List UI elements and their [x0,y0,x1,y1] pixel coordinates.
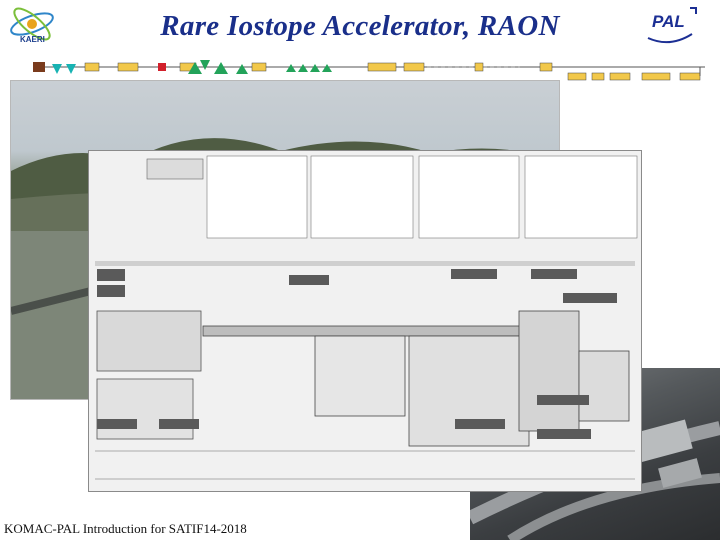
kaeri-logo: KAERI [2,4,66,52]
slide-title: Rare Iostope Accelerator, RAON [160,10,560,42]
facility-floor-plan-image [88,150,642,492]
slide-footer: KOMAC-PAL Introduction for SATIF14-2018 [4,521,247,536]
pal-logo-text: PAL [652,12,685,31]
kaeri-logo-text: KAERI [20,35,45,44]
pal-logo: PAL [640,4,700,52]
beamline-schematic [33,60,705,81]
